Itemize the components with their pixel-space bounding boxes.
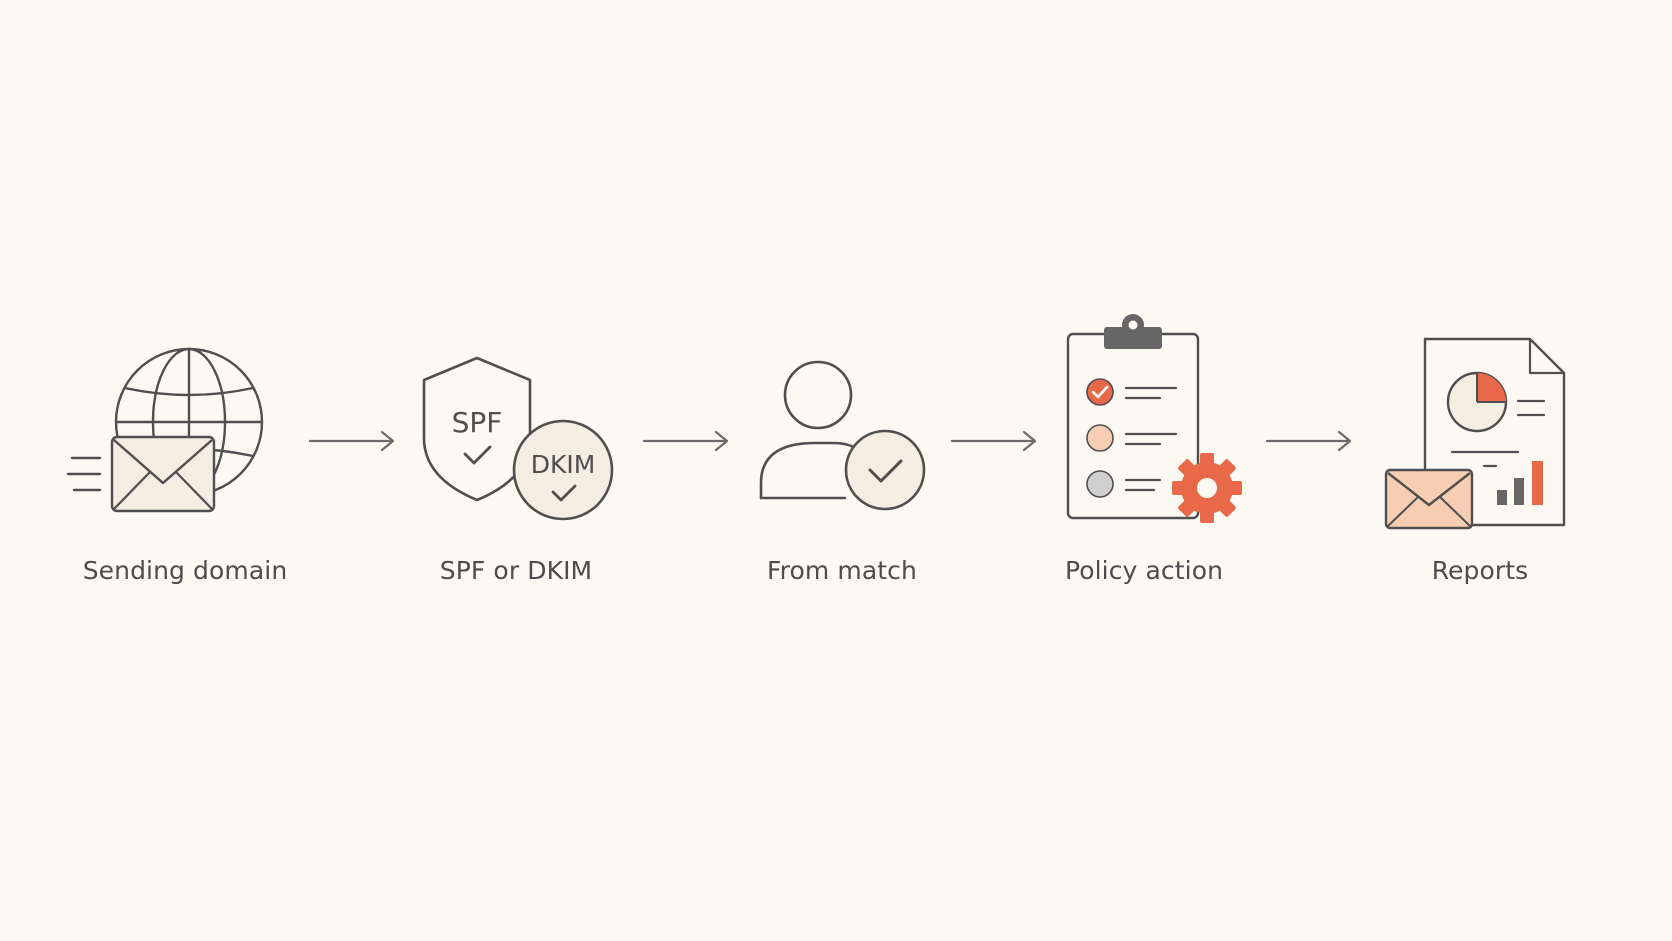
report-envelope-icon	[1384, 337, 1566, 530]
step-label-reports: Reports	[1431, 556, 1529, 585]
step-label-from-match: From match	[767, 556, 917, 585]
step-label-policy-action: Policy action	[1064, 556, 1224, 585]
step-from-match	[755, 355, 935, 515]
clipboard-gear-icon	[1066, 314, 1242, 523]
step-spf-dkim: SPF DKIM	[415, 350, 615, 530]
shield-badge-icon: SPF DKIM	[422, 356, 614, 521]
user-check-icon	[759, 360, 926, 511]
badge-dkim-text: DKIM	[531, 450, 596, 479]
arrow-right-icon	[642, 430, 729, 452]
arrow-right-icon	[950, 430, 1037, 452]
arrow-right-icon	[1265, 430, 1352, 452]
step-label-sending-domain: Sending domain	[82, 556, 288, 585]
step-policy-action	[1060, 310, 1250, 530]
globe-envelope-icon	[66, 347, 264, 513]
gear-icon	[1172, 453, 1242, 523]
step-label-spf-dkim: SPF or DKIM	[439, 556, 593, 585]
shield-spf-text: SPF	[452, 406, 503, 439]
step-sending-domain	[60, 340, 280, 520]
step-reports	[1380, 335, 1570, 535]
checked-item-icon	[1086, 378, 1114, 406]
arrow-right-icon	[308, 430, 395, 452]
